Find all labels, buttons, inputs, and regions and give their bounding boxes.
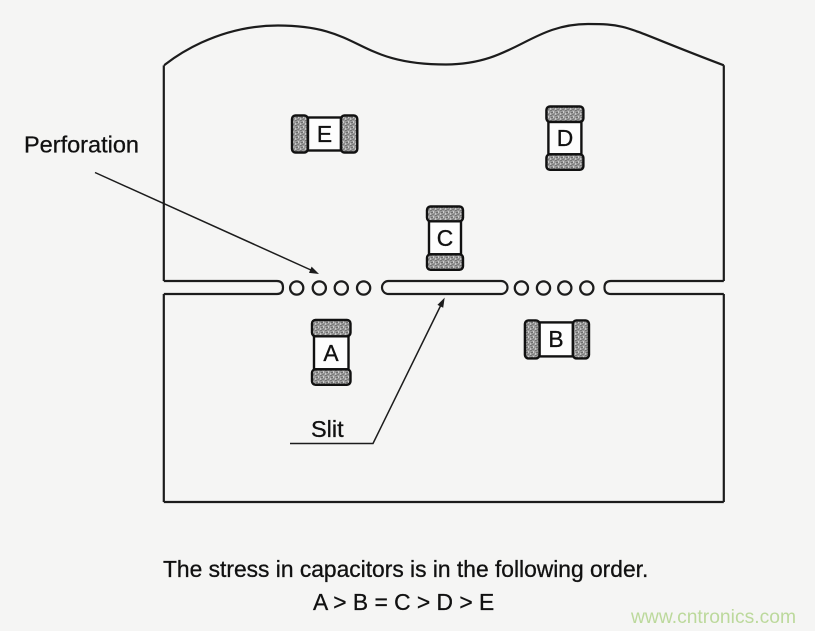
svg-text:A: A <box>323 340 339 366</box>
svg-text:The stress in capacitors is in: The stress in capacitors is in the follo… <box>163 556 648 582</box>
svg-text:A > B = C > D > E: A > B = C > D > E <box>313 589 494 615</box>
svg-text:D: D <box>557 125 573 151</box>
svg-text:C: C <box>437 225 453 251</box>
svg-text:Perforation: Perforation <box>24 132 139 158</box>
svg-text:www.cntronics.com: www.cntronics.com <box>630 607 796 628</box>
svg-text:E: E <box>317 121 332 147</box>
svg-text:B: B <box>548 326 563 352</box>
svg-text:Slit: Slit <box>311 416 344 442</box>
